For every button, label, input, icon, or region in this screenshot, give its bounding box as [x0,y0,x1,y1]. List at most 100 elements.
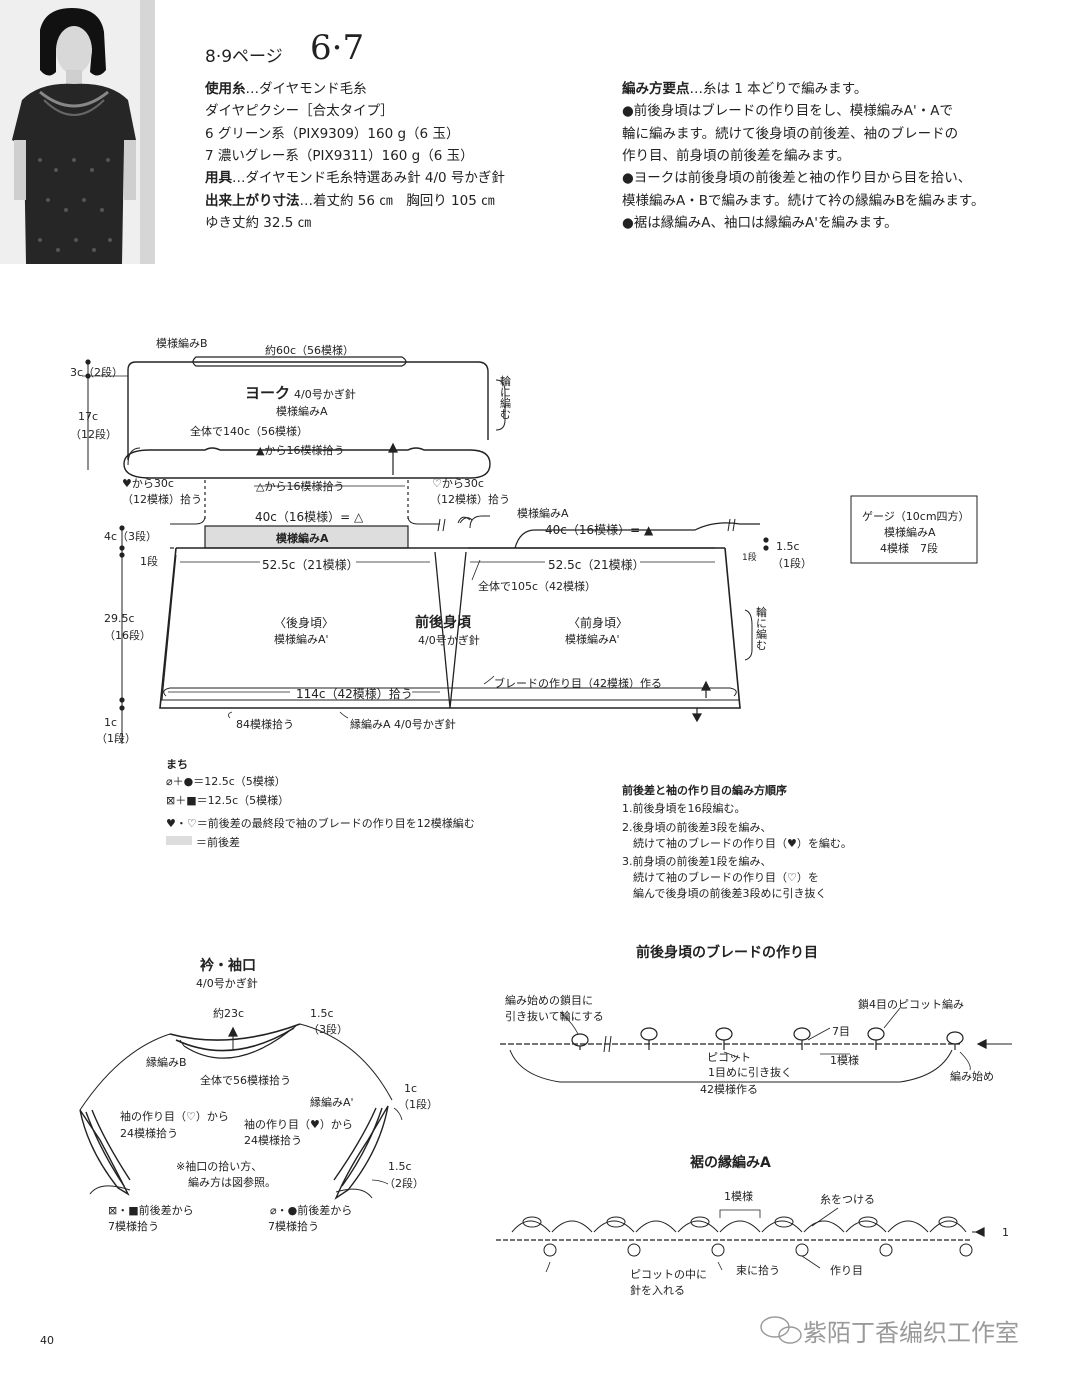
heart-solid-from: ♥から30c [122,477,174,490]
wa-ni-amu-3: 編 [500,397,511,410]
wa-ni-amu2-4: む [756,639,767,652]
sleeve-solid-pick-2: 24模様拾う [244,1134,302,1147]
right-dim-15c: 1.5c [776,540,800,553]
materials-line-4: 7 濃いグレー系（PIX9311）160 g（6 玉） [205,148,474,164]
yoke-pick-open: △から16模様拾う [256,480,345,493]
front-40c: 40c（16模様）= ▲ [545,523,654,537]
yoke-pattern: 模様編みA [276,405,328,418]
wa-ni-amu2-1: 輪 [756,606,767,619]
braid-make-42: 42模様作る [700,1083,758,1096]
small-1dan: 1段 [742,553,757,563]
picot-loops [571,1027,964,1050]
legend-line-1: ⌀＋●＝12.5c（5模様） [166,775,286,788]
size-line: 出来上がり寸法…着丈約 56 ㎝ 胸回り 105 ㎝ [205,190,495,212]
yoke-title: ヨーク [245,384,291,402]
hem-bundle: 束に拾う [736,1264,780,1277]
order-line-6: 編んで後身頃の前後差3段めに引き抜く [622,887,827,900]
cuff-note-1: ※袖口の拾い方、 [176,1160,263,1173]
order-line-1: 1.前後身頃を16段編む。 [622,802,746,815]
size-text: …着丈約 56 ㎝ 胸回り 105 ㎝ [299,193,495,209]
collar-dim-1dan: （1段） [398,1098,438,1111]
hem-edge-label: 縁編みA 4/0号かぎ針 [350,718,456,731]
sleeve-open-pick-1: 袖の作り目（♡）から [120,1110,229,1123]
materials-text-1: …ダイヤモンド毛糸 [245,81,367,97]
sleeve-open-pick-2: 24模様拾う [120,1127,178,1140]
pattern-number: 6·7 [310,28,365,68]
collar-total-pick: 全体で56模様拾う [200,1074,291,1087]
braid-first-stitch: 1目めに引き抜く [708,1066,792,1079]
width-52-5-right: 52.5c（21模様） [548,558,645,572]
method-line-7: ●裾は縁編みA、袖口は縁編みA'を編みます。 [622,215,898,231]
method-line-1: 編み方要点…糸は 1 本どりで編みます。 [622,78,867,100]
gauge-title: ゲージ（10cm四方） [862,510,970,523]
method-text-1: …糸は 1 本どりで編みます。 [689,81,868,97]
method-line-2: ●前後身頃はブレードの作り目をし、模様編みA'・Aで [622,103,953,119]
method-line-6: 模様編みA・Bで編みます。続けて衿の縁編みBを編みます。 [622,193,985,209]
wa-ni-amu-4: む [500,408,511,421]
cuff-dim-15c: 1.5c [388,1160,412,1173]
back-40c: 40c（16模様）= △ [255,510,364,524]
tools-line: 用具…ダイヤモンド毛糸特選あみ針 4/0 号かぎ針 [205,167,505,189]
braid-note: ブレードの作り目（42模様）作る [494,677,662,690]
page-reference: 8·9ページ [205,47,283,67]
gauge-pattern: 模様編みA [884,526,936,539]
materials-line-1: 使用糸…ダイヤモンド毛糸 [205,78,367,100]
page-number: 40 [40,1334,54,1347]
tools-label: 用具 [205,170,232,186]
order-line-4: 3.前身頃の前後差1段を編み、 [622,855,772,868]
materials-line-2: ダイヤピクシー［合太タイプ］ [205,103,394,119]
braid-one-pattern: 1模様 [830,1054,859,1067]
legend-line-4: ＝前後差 [196,836,240,849]
yoke-top-label: 模様編みB [156,337,208,350]
hem-arrow-number: 1 [1002,1226,1009,1239]
heart-solid-pick: （12模様）拾う [122,493,202,506]
braid-picot-note: 鎖4目のピコット編み [858,998,964,1011]
collar-dim-15c: 1.5c [310,1007,334,1020]
materials-line-3: 6 グリーン系（PIX9309）160 g（6 玉） [205,126,460,142]
hem-picot-in-2: 針を入れる [630,1284,685,1297]
body-hook: 4/0号かぎ針 [418,634,480,647]
method-line-5: ●ヨークは前後身頃の前後差と袖の作り目から目を拾い、 [622,170,972,186]
collar-edge-a-prime: 縁編みA' [310,1096,354,1109]
pick-left-1: ⊠・■前後差から [108,1204,194,1217]
model-illustration [0,0,155,264]
right-dim-1dan: （1段） [772,557,812,570]
cuff-note-2: 編み方は図参照。 [188,1176,276,1189]
pick-right-1: ⌀・●前後差から [270,1204,353,1217]
front-pattern-label: 模様編みA [517,507,569,520]
front-body-pattern: 模様編みA' [565,633,620,646]
hem-pick-84: 84模様拾う [236,718,294,731]
model-photo [0,0,155,264]
watermark-icon [760,1316,802,1344]
back-body-pattern: 模様編みA' [274,633,329,646]
pick-left-2: 7模様拾う [108,1220,159,1233]
braid-title: 前後身頃のブレードの作り目 [636,945,818,961]
hem-make: 作り目 [830,1264,863,1277]
method-line-4: 作り目、前身頃の前後差を編みます。 [622,148,851,164]
method-label: 編み方要点 [622,81,690,97]
collar-dim-1c: 1c [404,1082,418,1095]
collar-hook: 4/0号かぎ針 [196,977,258,990]
left-dim-17c: 17c [78,410,99,423]
size-line-2: ゆき丈約 32.5 ㎝ [205,215,312,231]
body-title: 前後身頃 [415,615,471,631]
size-label: 出来上がり寸法 [205,193,300,209]
left-dim-3c: 3c（2段） [70,366,124,379]
order-line-5: 続けて袖のブレードの作り目（♡）を [622,871,819,884]
gauge-value: 4模様 7段 [880,542,938,555]
left-dim-29-5c: 29.5c [104,612,135,625]
order-title: 前後差と袖の作り目の編み方順序 [622,784,787,797]
hem-title: 裾の縁編みA [690,1155,771,1171]
braid-start-note-2: 引き抜いて輪にする [505,1010,604,1023]
wa-ni-amu-2: に [500,386,511,399]
yoke-top-width: 約60c（56模様） [265,344,355,357]
sleeve-solid-pick-1: 袖の作り目（♥）から [244,1118,353,1131]
pick-right-2: 7模様拾う [268,1220,319,1233]
back-body-label: 〈後身頃〉 [274,616,335,630]
braid-start-note-1: 編み始めの鎖目に [505,994,593,1007]
braid-picot: ピコット [707,1051,751,1064]
tools-text: …ダイヤモンド毛糸特選あみ針 4/0 号かぎ針 [232,170,505,186]
braid-seven: 7目 [832,1025,850,1038]
wa-ni-amu2-2: に [756,617,767,630]
order-line-2: 2.後身頃の前後差3段を編み、 [622,821,772,834]
